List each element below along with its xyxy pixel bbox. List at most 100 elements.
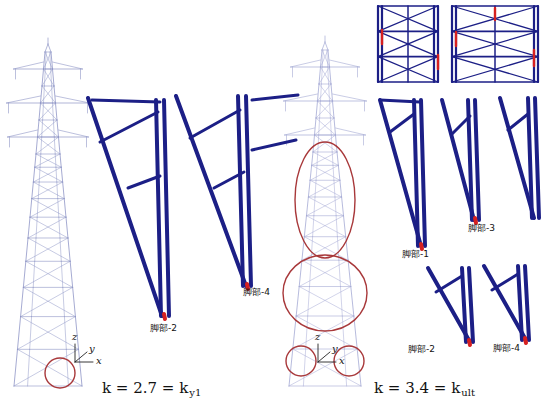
member	[518, 266, 522, 340]
yield-member	[494, 8, 496, 20]
member	[156, 100, 161, 316]
member	[316, 101, 333, 118]
member	[508, 114, 528, 130]
member	[7, 96, 41, 103]
member	[378, 5, 438, 7]
member	[313, 135, 315, 152]
member	[308, 180, 310, 197]
member	[293, 349, 361, 386]
member	[252, 95, 298, 100]
member	[8, 137, 89, 138]
member	[21, 287, 24, 316]
member	[48, 44, 51, 52]
member	[455, 6, 457, 82]
member	[344, 349, 346, 386]
member	[32, 198, 64, 199]
member	[525, 266, 529, 340]
member	[452, 57, 538, 82]
member	[500, 98, 534, 218]
member	[319, 67, 321, 84]
member	[469, 268, 473, 342]
highlight-ring	[45, 358, 75, 388]
member	[87, 103, 88, 113]
axis-label: z	[72, 331, 77, 342]
member	[33, 167, 34, 182]
member	[39, 103, 56, 120]
member	[318, 101, 335, 118]
member	[49, 52, 51, 69]
member	[53, 62, 83, 69]
member	[30, 199, 64, 218]
member	[342, 197, 344, 216]
member	[45, 52, 53, 69]
highlight-rings	[45, 142, 367, 388]
member	[53, 69, 55, 86]
member	[462, 268, 466, 342]
yield-member	[437, 55, 439, 69]
member	[64, 317, 66, 350]
member	[364, 101, 365, 111]
member	[252, 140, 296, 150]
member	[306, 216, 345, 237]
member	[14, 62, 44, 69]
member	[351, 287, 354, 316]
member	[284, 101, 367, 102]
member	[325, 36, 326, 42]
member	[492, 274, 518, 290]
part-label: 脚部-1	[402, 250, 429, 260]
member	[38, 120, 58, 137]
member	[340, 287, 342, 316]
member	[437, 6, 439, 82]
member	[38, 120, 40, 137]
member	[308, 196, 341, 197]
member	[333, 101, 335, 118]
axis-line	[75, 362, 93, 363]
member	[304, 236, 345, 237]
yield-member	[381, 30, 383, 44]
member	[45, 52, 47, 69]
yield-member	[455, 32, 457, 46]
member	[321, 67, 332, 84]
member	[299, 287, 354, 316]
member	[14, 69, 83, 70]
member	[23, 261, 70, 287]
member	[7, 103, 90, 104]
lattice-detail	[378, 6, 438, 82]
member	[60, 238, 61, 261]
member	[306, 197, 308, 216]
yield-member	[421, 244, 422, 249]
axis-line	[75, 344, 76, 362]
member	[322, 42, 325, 50]
member	[56, 96, 90, 103]
member	[32, 199, 66, 218]
member	[28, 349, 30, 386]
member	[35, 154, 36, 167]
member	[86, 137, 87, 147]
load-factor: k = 2.7 = k	[102, 380, 188, 397]
leg-detail	[484, 266, 529, 343]
member	[330, 60, 360, 67]
member	[378, 6, 438, 31]
member	[35, 154, 60, 167]
member	[315, 118, 317, 135]
member	[41, 103, 58, 120]
leg-detail	[176, 95, 298, 289]
highlight-ring	[286, 346, 316, 376]
member	[23, 261, 25, 287]
member	[363, 135, 364, 145]
member	[214, 172, 244, 188]
member	[310, 180, 340, 181]
member	[319, 84, 331, 85]
member	[336, 135, 338, 152]
member	[537, 6, 539, 82]
member	[342, 316, 344, 349]
member	[380, 100, 420, 102]
member	[42, 86, 56, 103]
member	[452, 57, 538, 82]
member	[338, 165, 340, 180]
member	[45, 52, 51, 53]
member	[17, 317, 20, 350]
highlight-ring	[283, 255, 367, 331]
member	[21, 317, 79, 350]
